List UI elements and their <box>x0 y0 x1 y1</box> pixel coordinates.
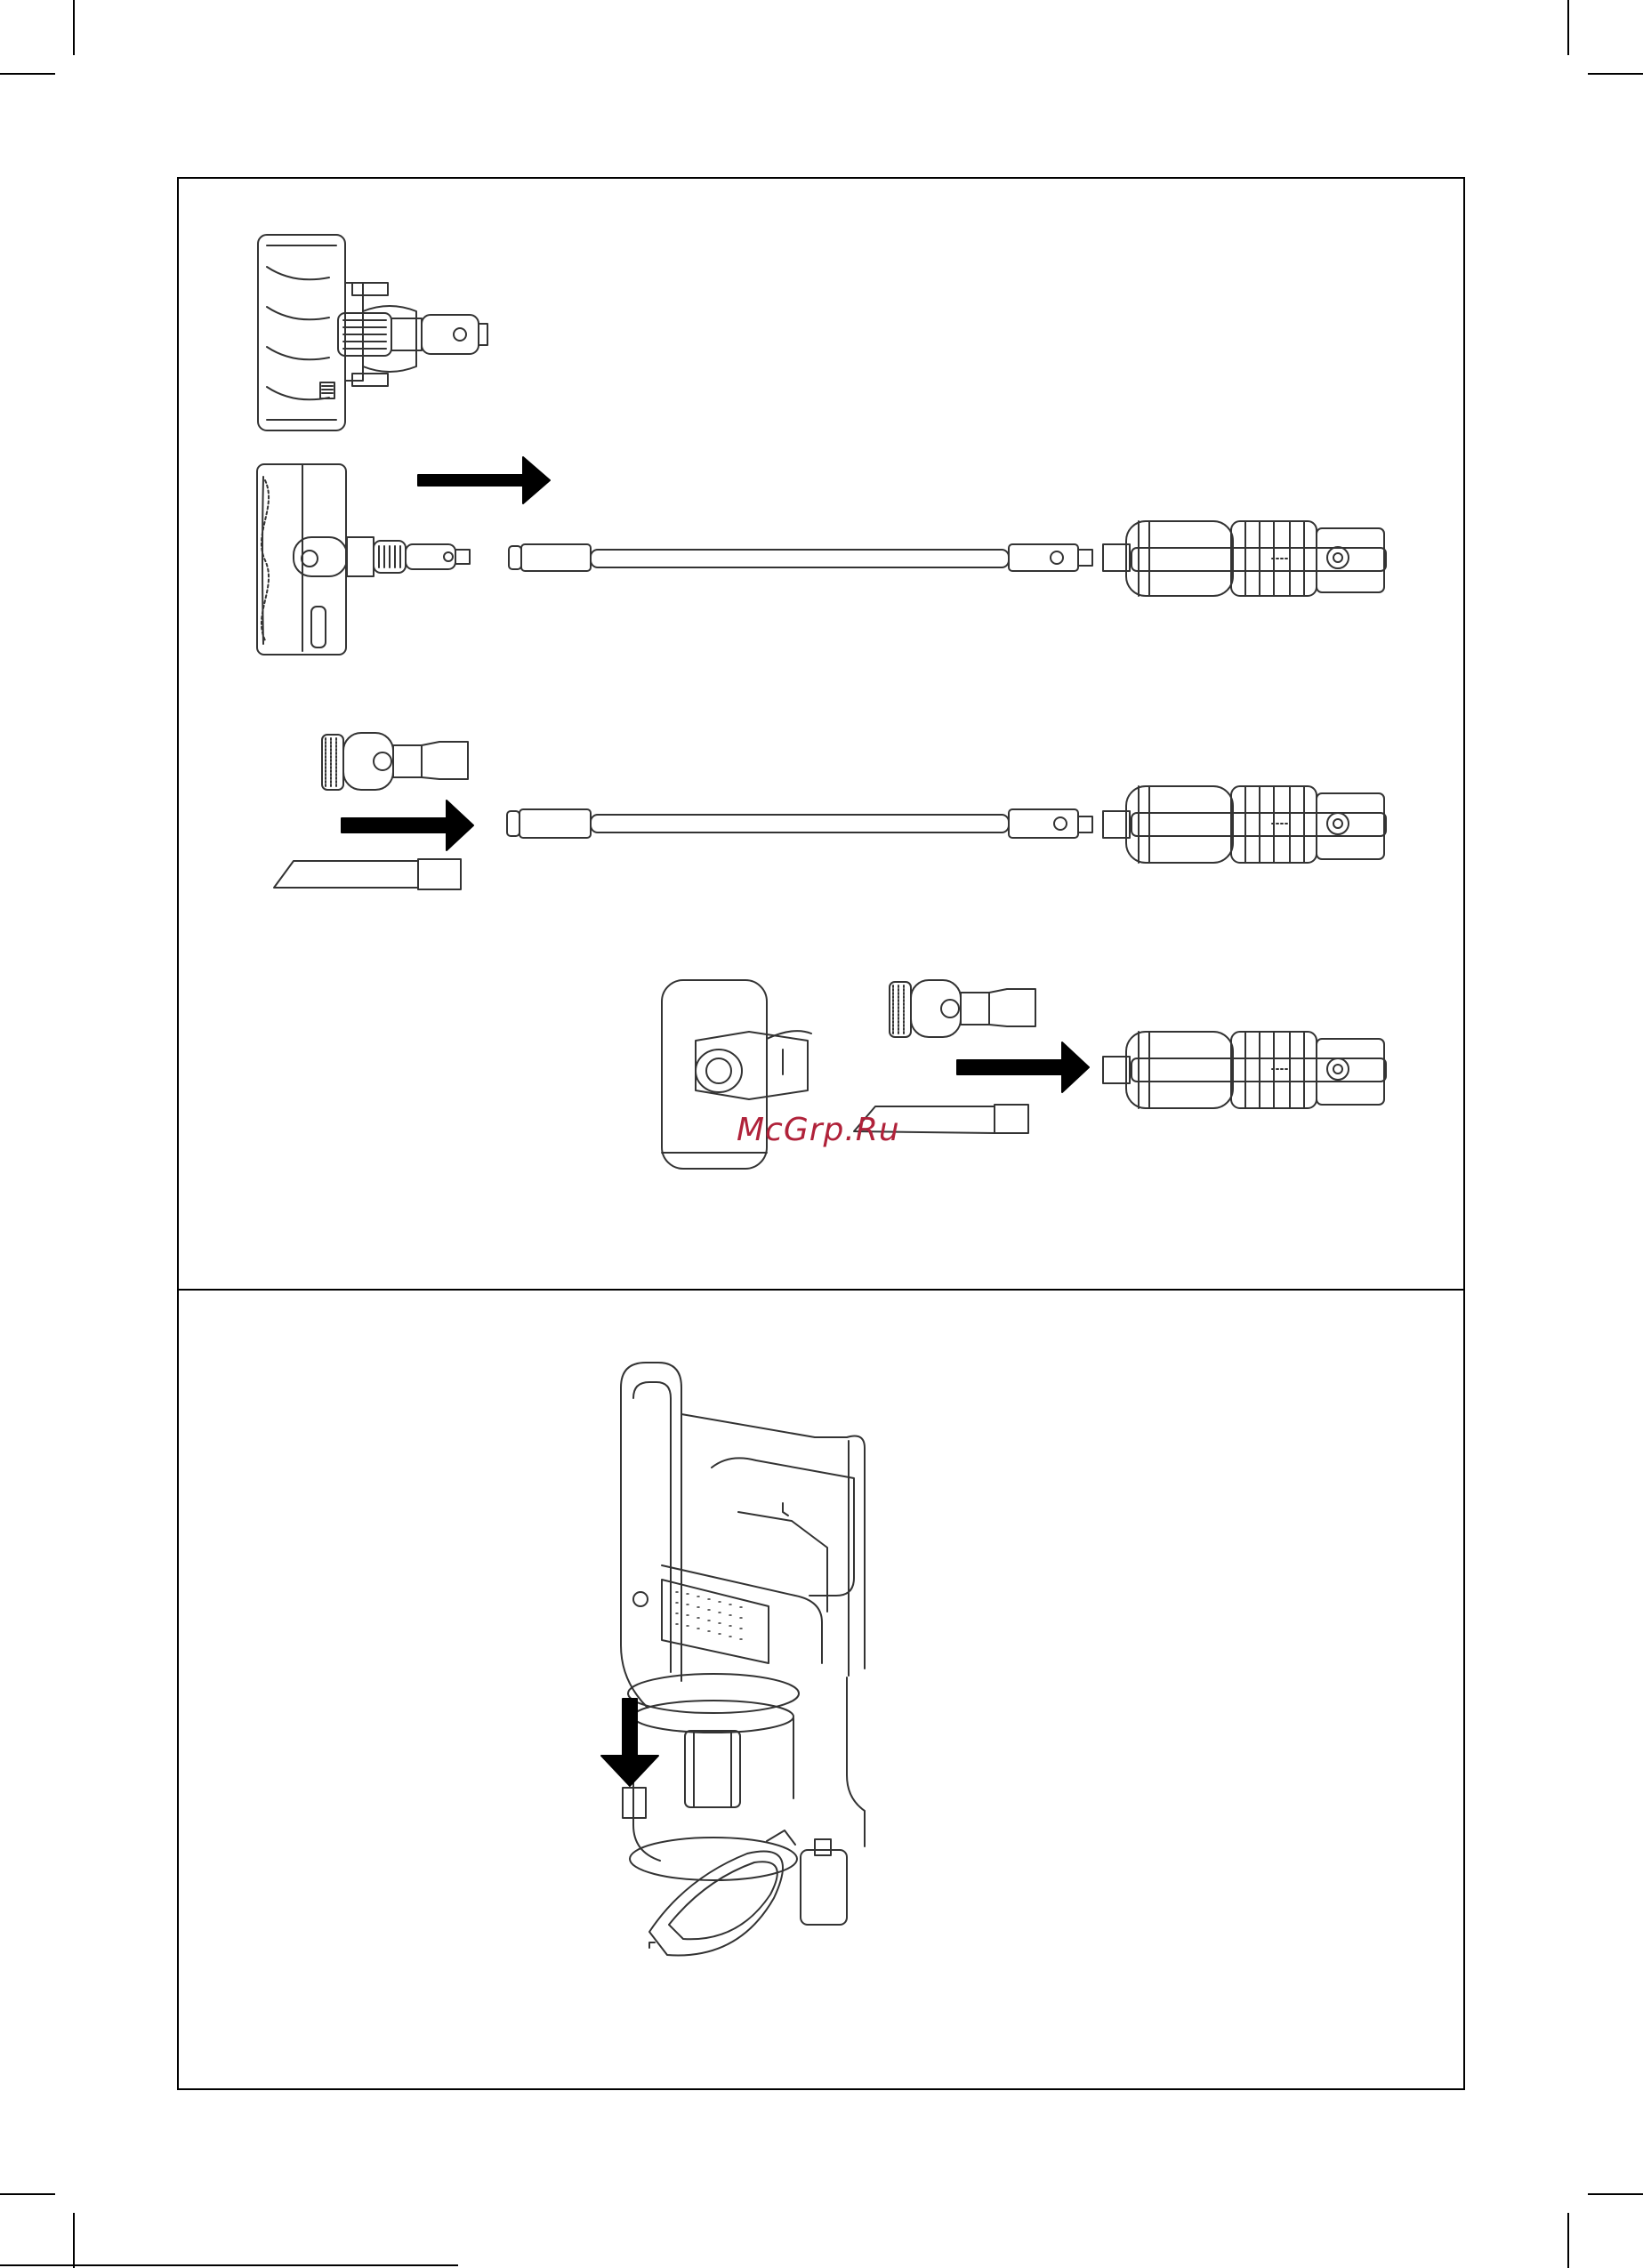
handheld-body-3 <box>1103 1032 1386 1108</box>
arrow-right-1 <box>418 457 550 503</box>
combination-brush-tool <box>322 733 468 790</box>
arrow-right-2 <box>342 800 473 850</box>
extension-tube-2 <box>507 809 1092 838</box>
crevice-tool <box>274 859 461 889</box>
arrow-right-3 <box>957 1042 1089 1092</box>
extension-tube-1 <box>509 544 1092 571</box>
handheld-body-1 <box>1103 521 1386 596</box>
arrow-down-release <box>601 1699 658 1786</box>
handheld-body-2 <box>1103 786 1386 863</box>
watermark-text: McGrp.Ru <box>737 1112 900 1148</box>
combination-brush-tool-2 <box>890 980 1035 1037</box>
vacuum-main-body-dust-bin <box>621 1363 865 1955</box>
floor-brush-head-top-view <box>258 235 487 430</box>
floor-brush-head-side-view <box>257 464 470 655</box>
